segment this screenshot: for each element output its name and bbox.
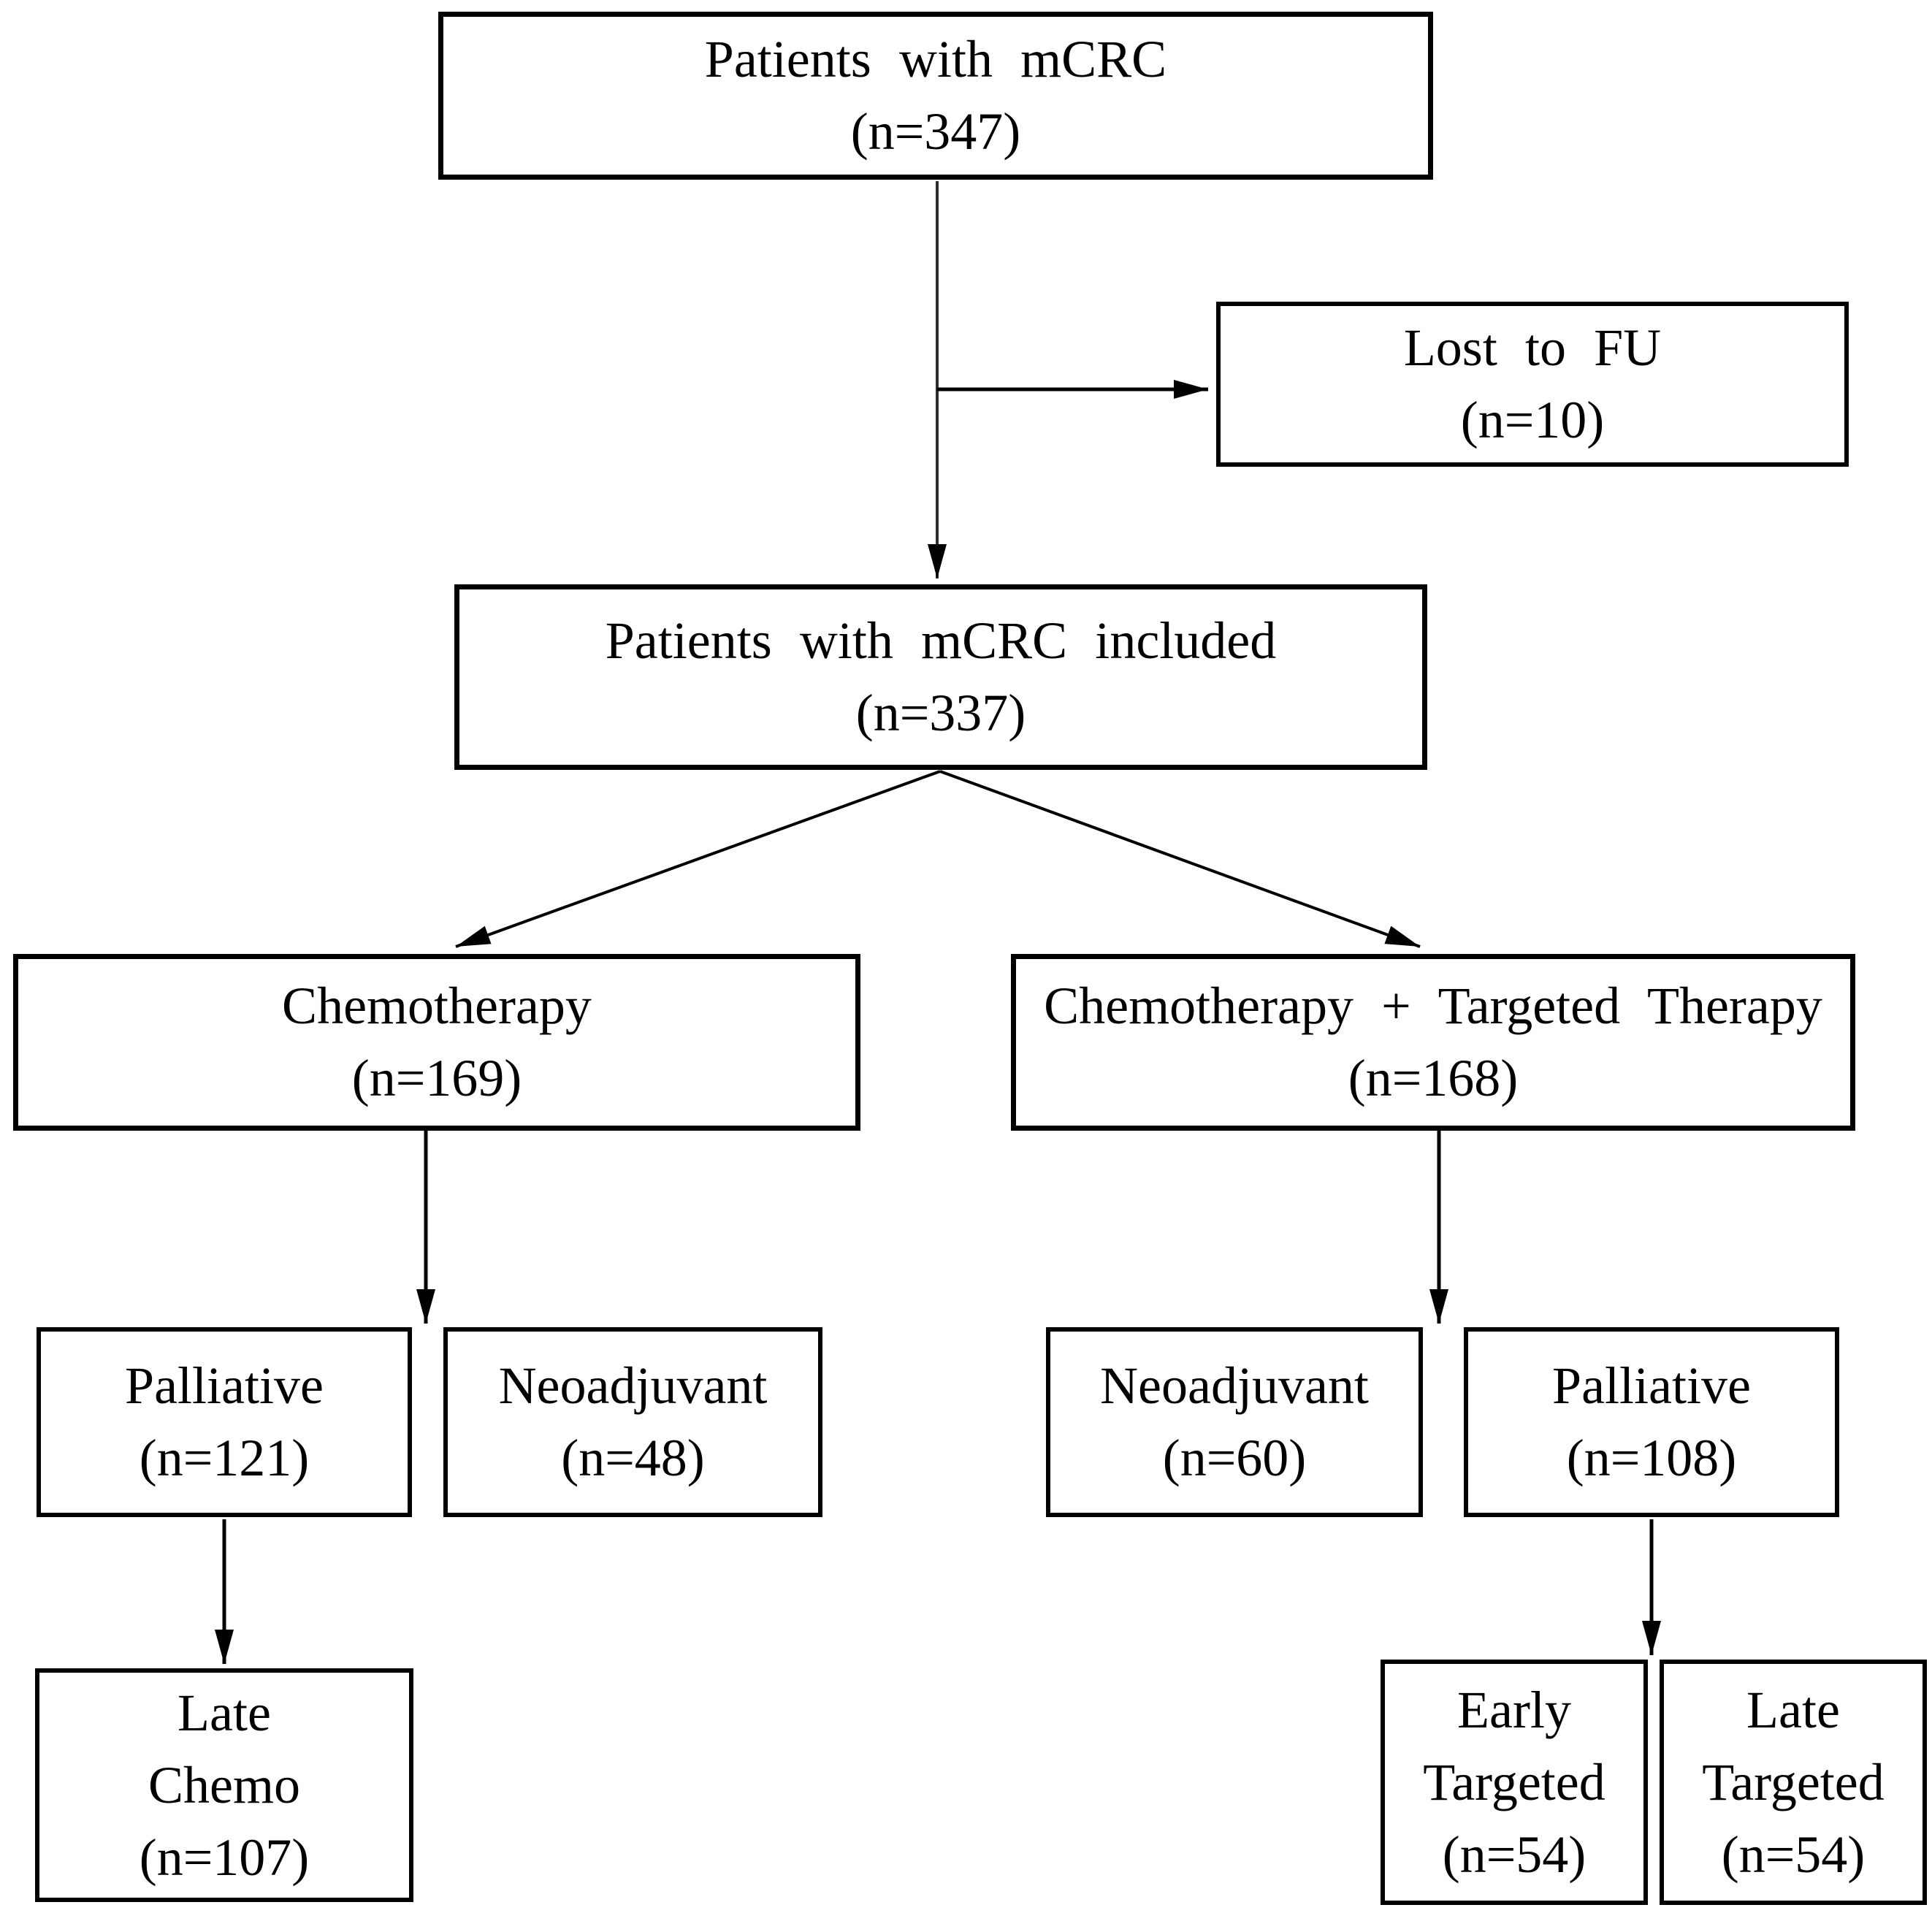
node-patients-mcrc-included: Patients with mCRC included (n=337) xyxy=(454,584,1427,770)
node-label: Neoadjuvant xyxy=(1100,1356,1369,1415)
node-count: (n=60) xyxy=(1162,1429,1307,1487)
node-chemotherapy-targeted: Chemotherapy + Targeted Therapy (n=168) xyxy=(1011,954,1855,1131)
node-label: Patients with mCRC xyxy=(704,30,1167,88)
node-count: (n=337) xyxy=(855,684,1026,742)
node-label: Patients with mCRC included xyxy=(605,611,1277,670)
node-count: (n=347) xyxy=(850,102,1021,161)
node-label: Targeted xyxy=(1702,1752,1885,1811)
arrow-included-to-chemotherapy xyxy=(455,770,941,948)
node-count: (n=169) xyxy=(351,1049,522,1107)
node-label: Chemo xyxy=(148,1755,300,1814)
node-count: (n=168) xyxy=(1348,1049,1519,1107)
node-late-chemo: Late Chemo (n=107) xyxy=(35,1668,413,1902)
node-count: (n=48) xyxy=(561,1429,705,1487)
node-late-targeted: Late Targeted (n=54) xyxy=(1660,1660,1927,1905)
node-palliative-chemo: Palliative (n=121) xyxy=(37,1327,412,1517)
node-count: (n=54) xyxy=(1442,1825,1587,1884)
node-count: (n=54) xyxy=(1721,1825,1866,1884)
node-count: (n=121) xyxy=(139,1429,310,1487)
node-label: Targeted xyxy=(1423,1752,1605,1811)
node-early-targeted: Early Targeted (n=54) xyxy=(1381,1660,1648,1905)
node-label: Chemotherapy + Targeted Therapy xyxy=(1044,977,1822,1035)
node-label: Palliative xyxy=(1552,1356,1751,1415)
node-count: (n=107) xyxy=(139,1828,310,1887)
node-palliative-targeted: Palliative (n=108) xyxy=(1464,1327,1839,1517)
node-patients-mcrc: Patients with mCRC (n=347) xyxy=(438,12,1433,180)
node-lost-to-fu: Lost to FU (n=10) xyxy=(1216,302,1849,467)
node-label: Lost to FU xyxy=(1403,318,1662,377)
node-count: (n=108) xyxy=(1566,1429,1737,1487)
node-label: Late xyxy=(1746,1680,1840,1739)
node-chemotherapy: Chemotherapy (n=169) xyxy=(13,954,860,1131)
node-neoadjuvant-targeted: Neoadjuvant (n=60) xyxy=(1046,1327,1423,1517)
node-neoadjuvant-chemo: Neoadjuvant (n=48) xyxy=(443,1327,822,1517)
node-label: Chemotherapy xyxy=(282,977,592,1035)
node-label: Neoadjuvant xyxy=(498,1356,768,1415)
node-label: Palliative xyxy=(125,1356,324,1415)
node-label: Early xyxy=(1457,1680,1571,1739)
node-label: Late xyxy=(177,1683,271,1742)
node-count: (n=10) xyxy=(1460,391,1605,449)
arrow-included-to-chemotherapy-targeted xyxy=(939,770,1421,948)
